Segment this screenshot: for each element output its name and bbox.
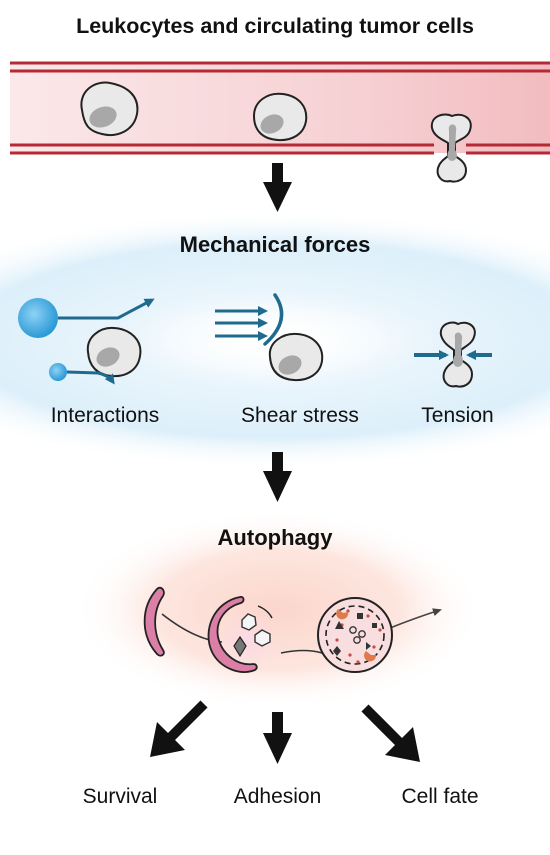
autophagy-process — [143, 586, 442, 673]
flow-arrow-1 — [263, 163, 292, 212]
small-ball-arrow — [66, 370, 115, 385]
deflection-arrow — [58, 298, 155, 320]
rolling-cell — [252, 92, 308, 142]
autophagy-heading: Autophagy — [217, 525, 333, 550]
outcome-arrow-cell-fate — [361, 704, 420, 762]
circulating-cell-1 — [80, 81, 139, 136]
interactions-label: Interactions — [50, 404, 160, 427]
figure-title: Leukocytes and circulating tumor cells — [76, 14, 474, 38]
phagophore — [143, 586, 165, 657]
shear-stress-label: Shear stress — [241, 404, 359, 427]
adhesion-label: Adhesion — [233, 785, 322, 808]
mechanical-forces-heading: Mechanical forces — [179, 232, 371, 257]
forces-background-glow — [0, 210, 550, 470]
cell-fate-label: Cell fate — [401, 785, 479, 808]
small-interaction-ball — [49, 363, 67, 381]
large-interaction-ball — [18, 298, 58, 338]
outcome-arrow-adhesion — [263, 712, 292, 764]
tension-illustration — [414, 321, 492, 388]
shear-front-curve — [263, 293, 284, 346]
flow-arrow-2 — [263, 452, 292, 502]
survival-label: Survival — [82, 785, 158, 808]
tension-label: Tension — [421, 404, 494, 427]
interactions-illustration — [18, 298, 155, 385]
autophagosome-membrane — [207, 595, 258, 673]
outcome-arrow-survival — [150, 700, 208, 757]
extravasating-cell — [430, 113, 472, 183]
shear-stress-illustration — [215, 293, 324, 382]
autophagy-progress-arrow — [389, 608, 442, 629]
autolysosome — [317, 597, 393, 673]
